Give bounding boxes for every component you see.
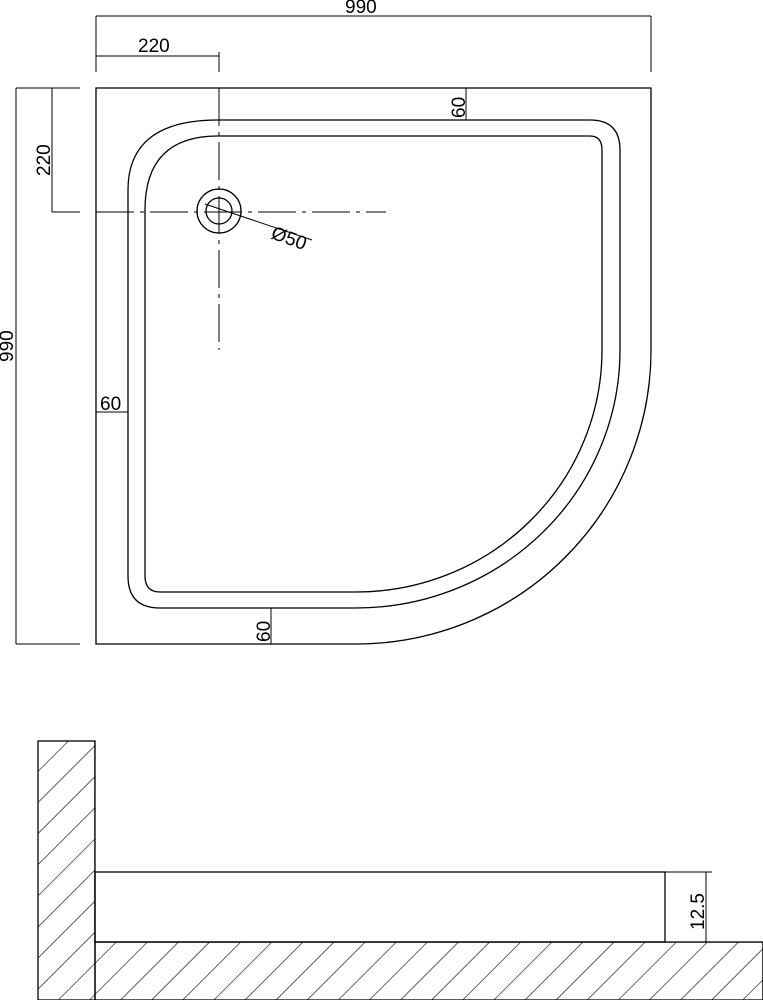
section-height-label: 12.5: [688, 893, 709, 930]
tray-section: [94, 871, 666, 943]
section-view: 12.5: [37, 740, 763, 1000]
rim-inner-edge: [144, 135, 603, 593]
floor-section: [94, 941, 763, 1000]
rim-outer-edge: [127, 119, 621, 609]
drain-offset-y-label: 220: [34, 144, 55, 176]
drain-offset-x-dimension: 220: [96, 36, 220, 72]
overall-depth-label: 990: [0, 330, 18, 362]
overall-width-dimension: 990: [95, 0, 652, 72]
drain-diameter-label: Ø50: [268, 223, 309, 255]
rim-left-label: 60: [100, 394, 121, 415]
drain-inner-ring: [205, 197, 233, 225]
overall-depth-dimension: 990: [0, 87, 80, 645]
rim-top-label: 60: [449, 97, 470, 118]
drain-diameter-leader: [204, 203, 313, 241]
rim-bottom-label: 60: [254, 621, 275, 642]
drain-outer-ring: [196, 188, 242, 234]
overall-width-label: 990: [345, 0, 377, 18]
plan-view: Ø50 60 60 60: [95, 87, 652, 645]
drain-offset-x-label: 220: [138, 36, 170, 57]
wall-section: [37, 740, 96, 1000]
tray-outer-outline: [95, 87, 652, 645]
drain-offset-y-dimension: 220: [34, 88, 80, 213]
